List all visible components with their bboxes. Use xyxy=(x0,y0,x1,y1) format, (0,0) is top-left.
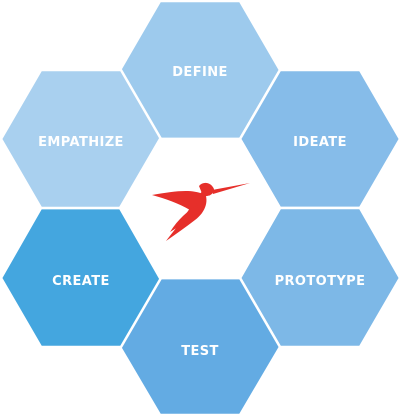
label-empathize: EMPATHIZE xyxy=(38,135,124,150)
hummingbird-icon xyxy=(152,182,250,241)
label-create: CREATE xyxy=(52,274,110,289)
label-test: TEST xyxy=(181,344,219,359)
label-ideate: IDEATE xyxy=(293,135,347,150)
label-define: DEFINE xyxy=(172,65,228,80)
label-prototype: PROTOTYPE xyxy=(275,274,366,289)
